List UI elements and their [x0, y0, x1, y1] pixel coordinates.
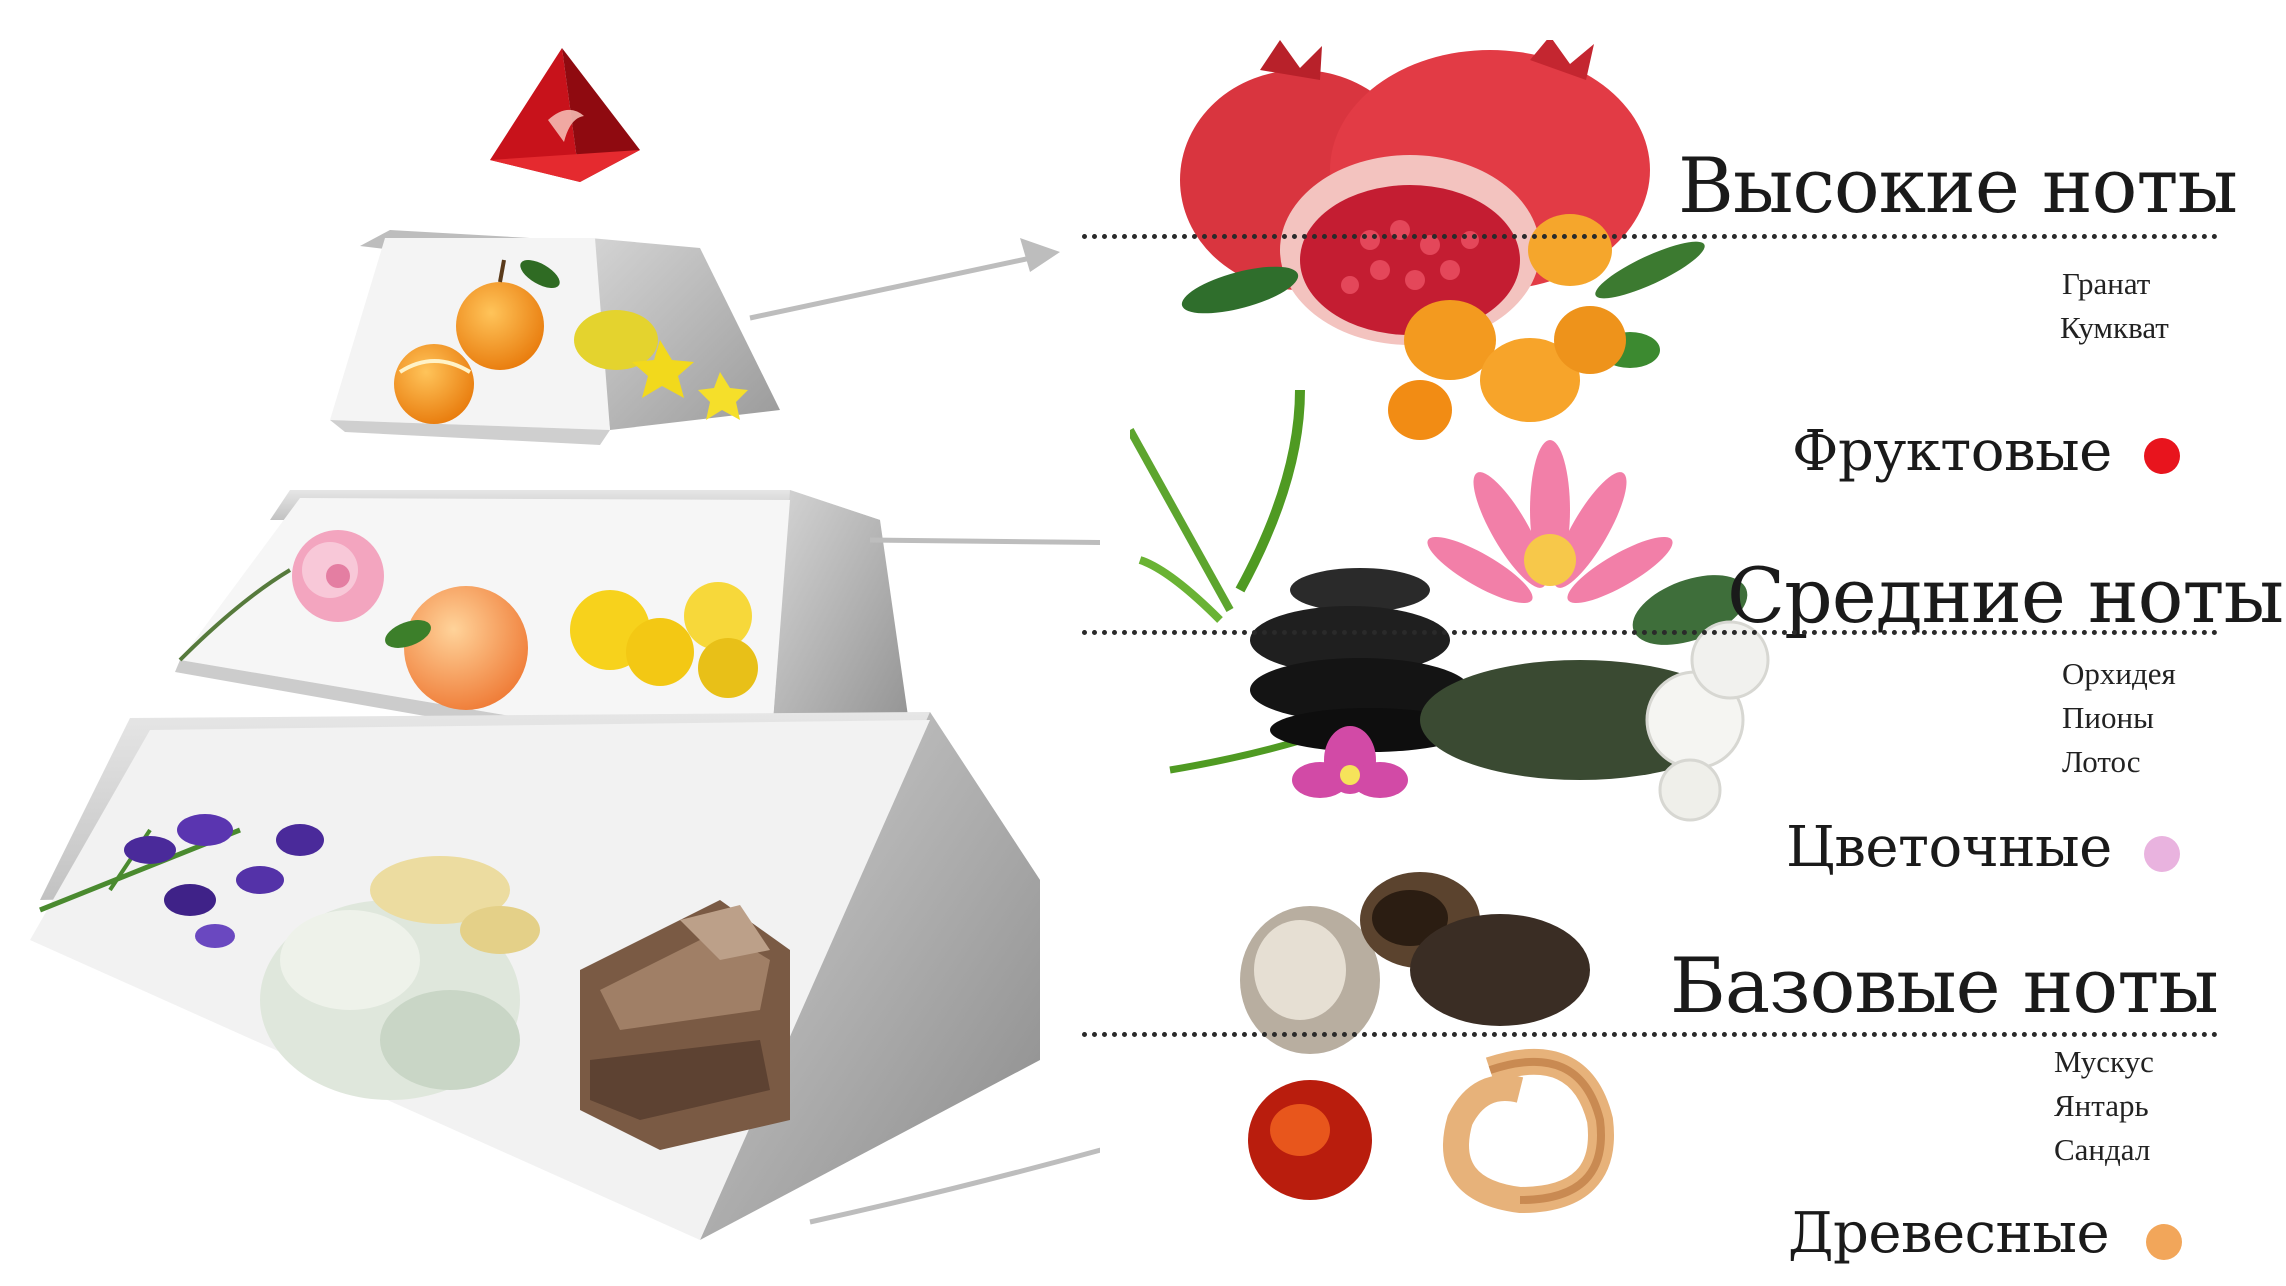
top-notes-title: Высокие ноты	[1678, 148, 2237, 224]
base-note-item: Сандал	[2054, 1128, 2150, 1172]
base-notes-divider	[1082, 1032, 2218, 1037]
top-note-item: Кумкват	[2060, 306, 2169, 350]
fruity-color-swatch	[2144, 438, 2180, 474]
musk-amber-sandalwood-icon	[1240, 860, 1680, 1260]
base-notes-title: Базовые ноты	[1670, 948, 2218, 1024]
base-note-item: Мускус	[2054, 1040, 2154, 1084]
lotus-orchid-stones-icon	[1130, 390, 1810, 830]
base-notes-family: Древесные	[1788, 1206, 2109, 1262]
woody-color-swatch	[2146, 1224, 2182, 1260]
floral-color-swatch	[2144, 836, 2180, 872]
middle-note-item: Лотос	[2062, 740, 2141, 784]
base-note-item: Янтарь	[2054, 1084, 2149, 1128]
red-tetrahedron-icon	[490, 48, 640, 182]
pyramid	[0, 0, 1100, 1286]
middle-note-item: Пионы	[2062, 696, 2154, 740]
middle-note-item: Орхидея	[2062, 652, 2176, 696]
top-note-item: Гранат	[2062, 262, 2150, 306]
middle-notes-divider	[1082, 630, 2218, 635]
top-notes-arrow	[750, 238, 1060, 318]
pyramid-top-layer	[330, 230, 780, 445]
middle-notes-family: Цветочные	[1786, 820, 2112, 876]
pyramid-base-layer	[30, 712, 1040, 1240]
tangerine-icon	[394, 344, 474, 424]
middle-notes-title: Средние ноты	[1727, 558, 2283, 634]
middle-notes-arrow	[870, 526, 1100, 560]
top-notes-family: Фруктовые	[1792, 424, 2112, 480]
top-notes-divider	[1082, 234, 2218, 239]
